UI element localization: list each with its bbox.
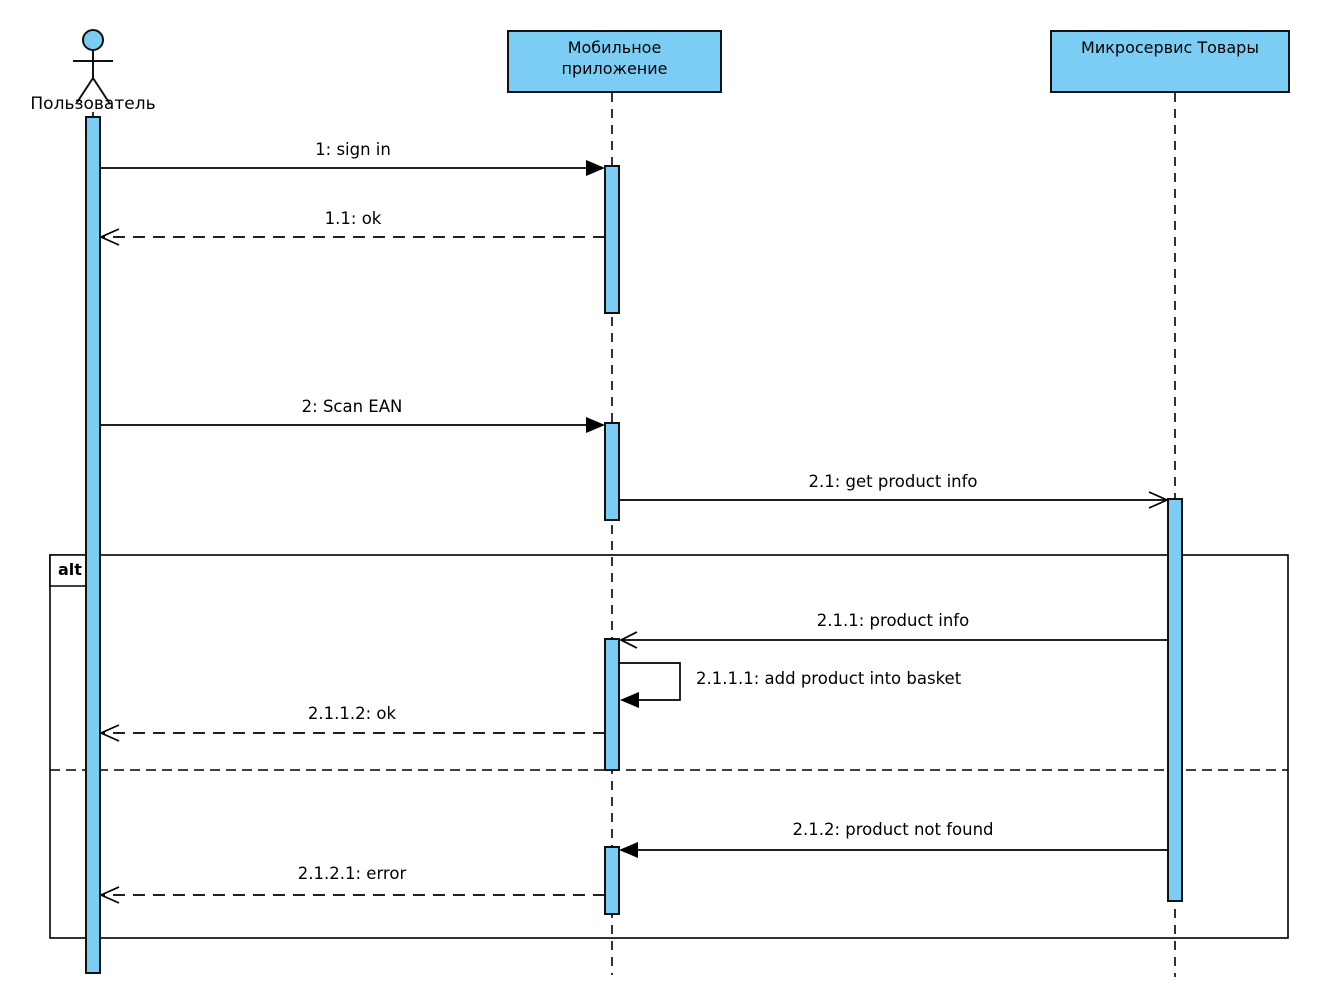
arrowhead-filled-left xyxy=(619,842,638,858)
message-label-ok-2: 2.1.1.2: ok xyxy=(307,704,397,723)
actor-head xyxy=(82,29,104,51)
alt-operator-label: alt xyxy=(58,560,82,579)
message-2-1-get-product-info xyxy=(619,491,1170,509)
participant-box-products-service: Микросервис Товары xyxy=(1050,30,1290,93)
activation-bar-mobile-1 xyxy=(604,165,620,314)
message-label-ok: 1.1: ok xyxy=(324,209,382,228)
activation-bars xyxy=(85,116,1183,974)
message-label-add-product-into-basket: 2.1.1.1: add product into basket xyxy=(696,669,962,688)
arrowhead-open-left xyxy=(98,886,120,904)
message-label-scan-ean: 2: Scan EAN xyxy=(301,397,403,416)
arrowhead-open-left xyxy=(98,228,120,246)
arrowhead-filled-left xyxy=(620,692,639,708)
message-label-error: 2.1.2.1: error xyxy=(297,864,407,883)
message-2-1-1-product-info xyxy=(619,631,1168,649)
message-label-product-not-found: 2.1.2: product not found xyxy=(792,820,994,839)
participant-box-mobile-app: Мобильное приложение xyxy=(507,30,722,93)
arrowhead-filled-right xyxy=(586,417,605,433)
activation-bar-mobile-2 xyxy=(604,422,620,521)
actor-leg-left xyxy=(75,77,94,105)
alt-fragment-frame xyxy=(49,554,1289,939)
message-1-1-ok xyxy=(98,228,605,246)
message-label-get-product-info: 2.1: get product info xyxy=(808,472,978,491)
message-2-1-1-1-self-loop xyxy=(619,662,681,708)
arrowhead-open-left xyxy=(619,631,638,649)
activation-bar-user xyxy=(85,116,101,974)
activation-bar-mobile-3 xyxy=(604,638,620,771)
message-2-1-2-product-not-found xyxy=(619,842,1168,858)
activation-bar-mobile-4 xyxy=(604,846,620,915)
arrowhead-open-left xyxy=(98,724,120,742)
message-arrows xyxy=(98,160,1170,904)
self-message-loop xyxy=(619,662,681,701)
message-2-scan-ean xyxy=(100,417,605,433)
arrowhead-open-right xyxy=(1148,491,1170,509)
activation-bar-products xyxy=(1167,498,1183,902)
actor-leg-right xyxy=(92,77,111,105)
message-2-1-2-1-error xyxy=(98,886,605,904)
alt-fragment-border xyxy=(49,554,1289,939)
message-2-1-1-2-ok xyxy=(98,724,605,742)
actor-figure-icon xyxy=(73,29,113,105)
message-label-sign-in: 1: sign in xyxy=(315,140,391,159)
actor-label-user: Пользователь xyxy=(30,94,156,114)
message-label-product-info: 2.1.1: product info xyxy=(816,611,970,630)
arrowhead-filled-right xyxy=(586,160,605,176)
message-1-sign-in xyxy=(100,160,605,176)
